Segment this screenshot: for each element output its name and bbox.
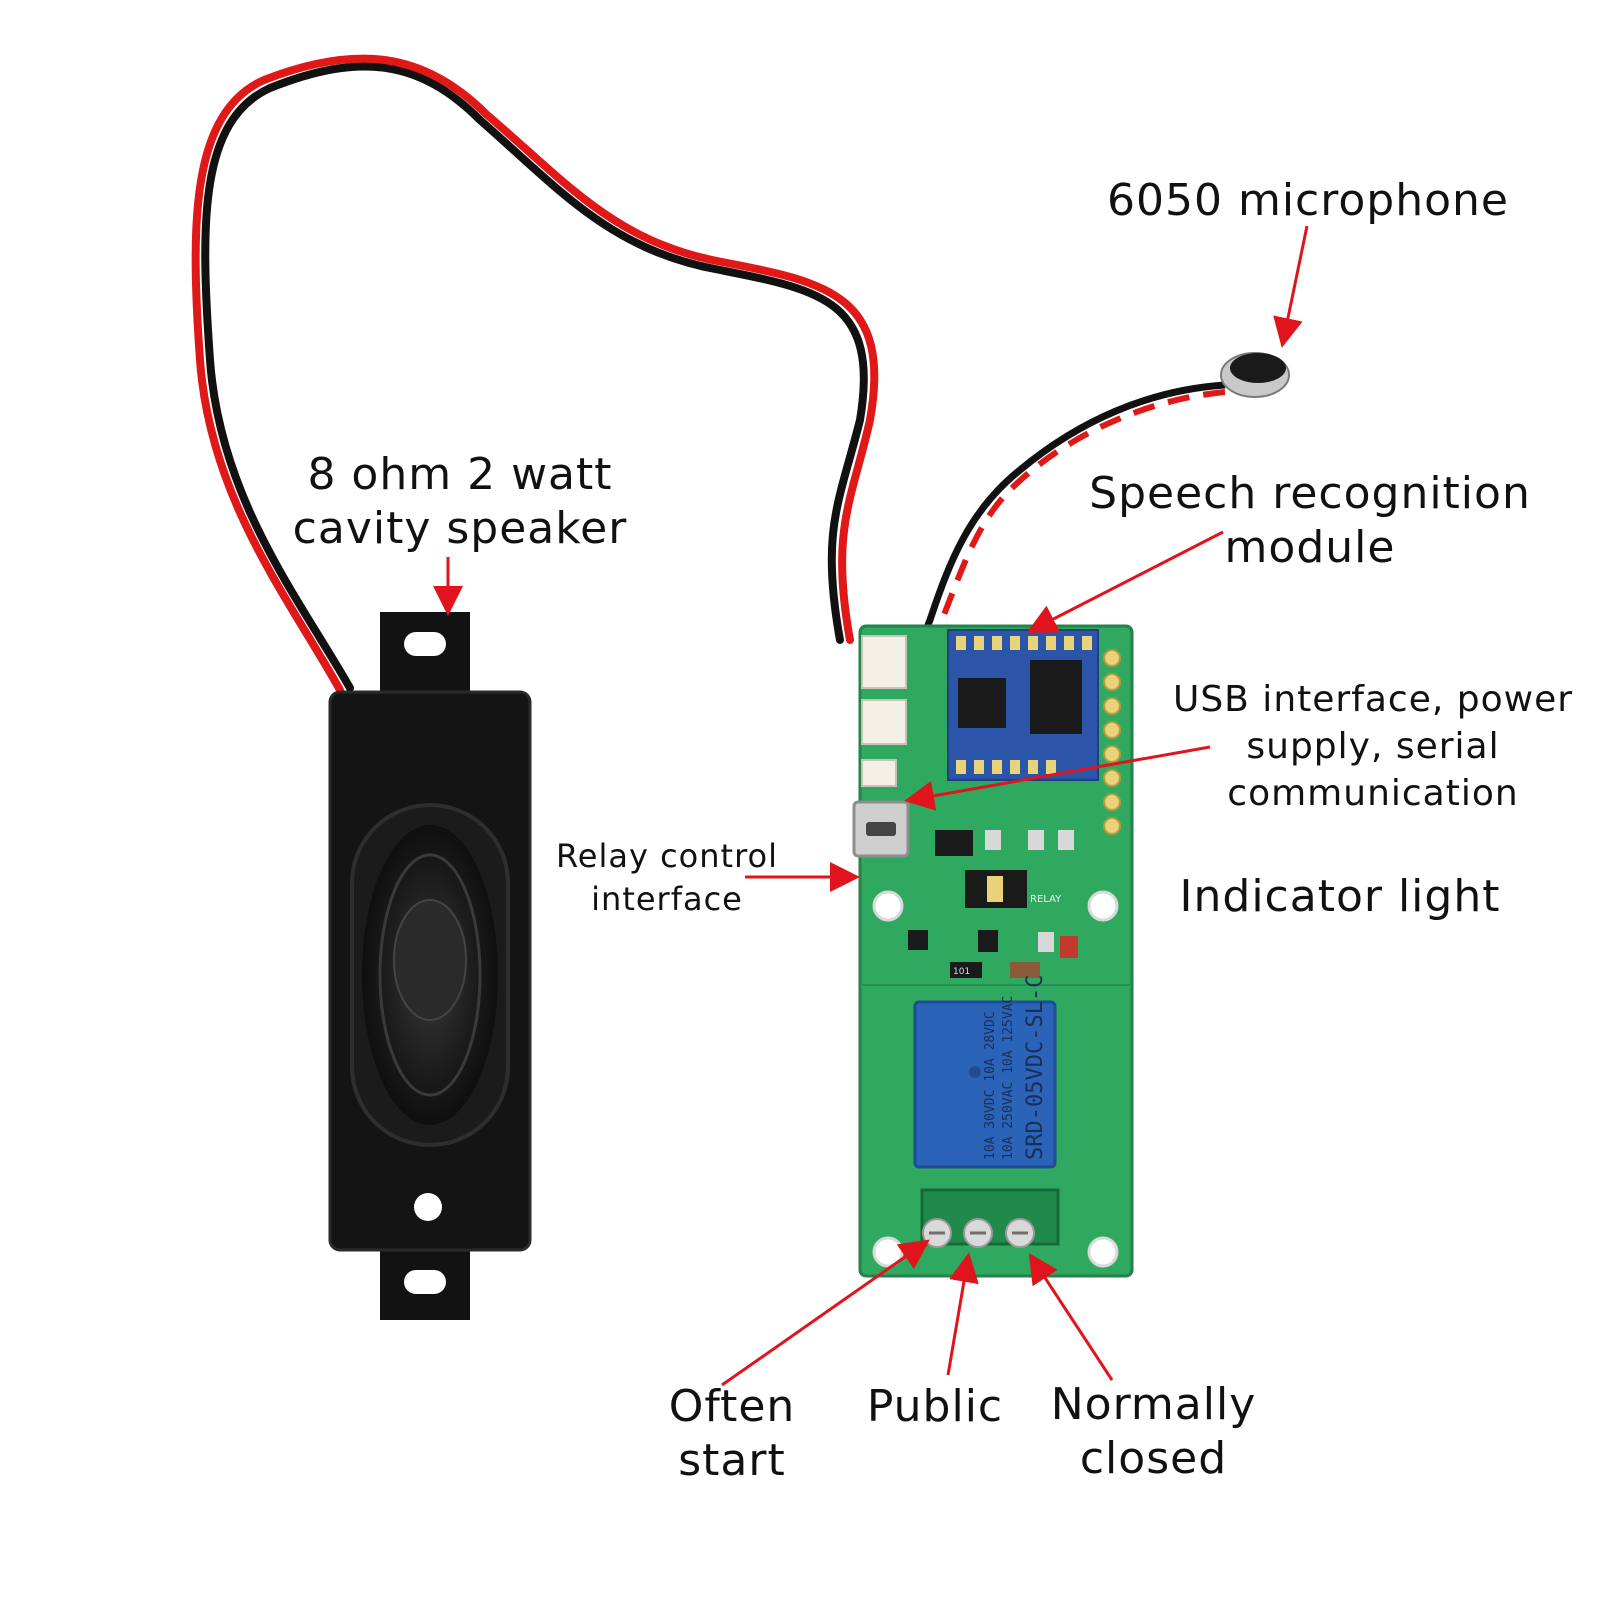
relay-board: RELAY 101 SRD-05VDC-SL-C 10A 250VAC 10A … xyxy=(852,624,1134,1278)
microphone-label: 6050 microphone xyxy=(1107,175,1509,226)
indicator-light-label: Indicator light xyxy=(1179,871,1501,922)
speaker-wire xyxy=(191,54,879,694)
resistor-code: 101 xyxy=(953,967,970,977)
relay-control-label: Relay control interface xyxy=(555,837,778,919)
usb-arrow xyxy=(904,745,1211,811)
speech-module-label: Speech recognition module xyxy=(1089,468,1531,573)
often-start-label: Often start xyxy=(668,1381,796,1486)
normally-closed-label: Normally closed xyxy=(1050,1379,1257,1484)
relay-rating-ac: 10A 250VAC 10A 125VAC xyxy=(1001,996,1016,1160)
microphone-arrow xyxy=(1273,225,1309,348)
microphone-capsule xyxy=(1220,352,1290,398)
normally-closed-arrow xyxy=(1028,1252,1114,1381)
relay-model: SRD-05VDC-SL-C xyxy=(1023,975,1048,1160)
speech-module-arrow xyxy=(1026,530,1224,633)
callout-arrows xyxy=(433,225,1309,1387)
usb-interface-label: USB interface, power supply, serial comm… xyxy=(1172,679,1574,814)
public-arrow xyxy=(946,1252,979,1376)
often-start-arrow xyxy=(721,1239,930,1387)
speaker-label: 8 ohm 2 watt cavity speaker xyxy=(292,449,628,554)
public-label: Public xyxy=(866,1381,1004,1432)
relay-silkscreen: RELAY xyxy=(1030,894,1062,905)
relay-rating-dc: 10A 30VDC 10A 28VDC xyxy=(983,1011,998,1160)
speaker xyxy=(328,612,532,1320)
